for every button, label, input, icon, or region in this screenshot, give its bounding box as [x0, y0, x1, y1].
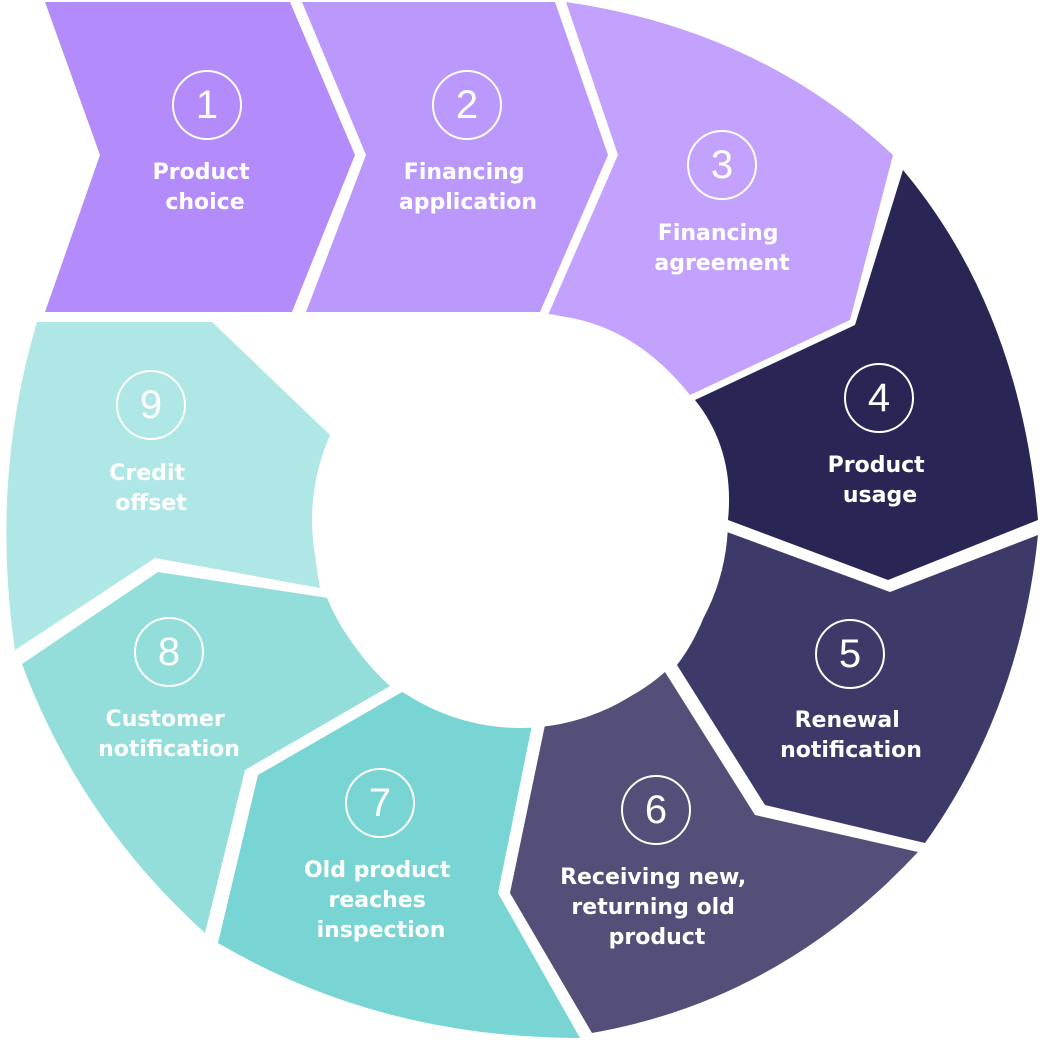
- step-7: 7 Old product reaches inspection: [218, 692, 580, 1038]
- step-8-label: Customer notification: [98, 707, 240, 762]
- step-5-number: 5: [839, 632, 861, 676]
- step-3-number: 3: [711, 143, 733, 187]
- step-4-segment: [695, 170, 1038, 580]
- step-6: 6 Receiving new, returning old product: [510, 672, 918, 1033]
- step-8-number: 8: [158, 630, 180, 674]
- step-9-label: Credit offset: [109, 461, 192, 516]
- step-8-number-circle: [134, 617, 204, 687]
- step-3-number-circle: [687, 130, 757, 200]
- step-1-number-circle: [172, 70, 242, 140]
- step-9-number: 9: [140, 383, 162, 427]
- step-2: 2 Financing application: [302, 2, 608, 312]
- step-6-segment: [510, 672, 918, 1033]
- step-1-label: Product choice: [153, 160, 258, 215]
- step-4: 4 Product usage: [695, 170, 1038, 580]
- step-4-number: 4: [868, 376, 890, 420]
- step-7-label: Old product reaches inspection: [304, 858, 458, 943]
- step-1-segment: [45, 2, 355, 312]
- step-9-number-circle: [116, 370, 186, 440]
- step-8-segment: [22, 572, 390, 933]
- step-7-number-circle: [345, 768, 415, 838]
- step-9: 9 Credit offset: [6, 322, 330, 650]
- step-8: 8 Customer notification: [22, 572, 390, 933]
- step-7-segment: [218, 692, 580, 1038]
- step-2-number: 2: [456, 83, 478, 127]
- center-hole: [312, 312, 728, 728]
- step-2-number-circle: [432, 70, 502, 140]
- step-3-label: Financing agreement: [654, 221, 790, 276]
- step-1-number: 1: [196, 83, 218, 127]
- step-5: 5 Renewal notification: [677, 532, 1038, 843]
- step-5-label: Renewal notification: [780, 708, 922, 763]
- step-4-label: Product usage: [828, 453, 933, 508]
- step-2-segment: [302, 2, 608, 312]
- step-4-number-circle: [844, 363, 914, 433]
- step-3: 3 Financing agreement: [548, 2, 893, 395]
- step-6-number-circle: [621, 775, 691, 845]
- step-1: 1 Product choice: [45, 2, 355, 312]
- step-7-number: 7: [369, 781, 391, 825]
- step-9-segment: [6, 322, 330, 650]
- step-6-number: 6: [645, 788, 667, 832]
- step-6-label: Receiving new, returning old product: [560, 865, 754, 950]
- step-5-number-circle: [815, 619, 885, 689]
- step-2-label: Financing application: [399, 160, 537, 215]
